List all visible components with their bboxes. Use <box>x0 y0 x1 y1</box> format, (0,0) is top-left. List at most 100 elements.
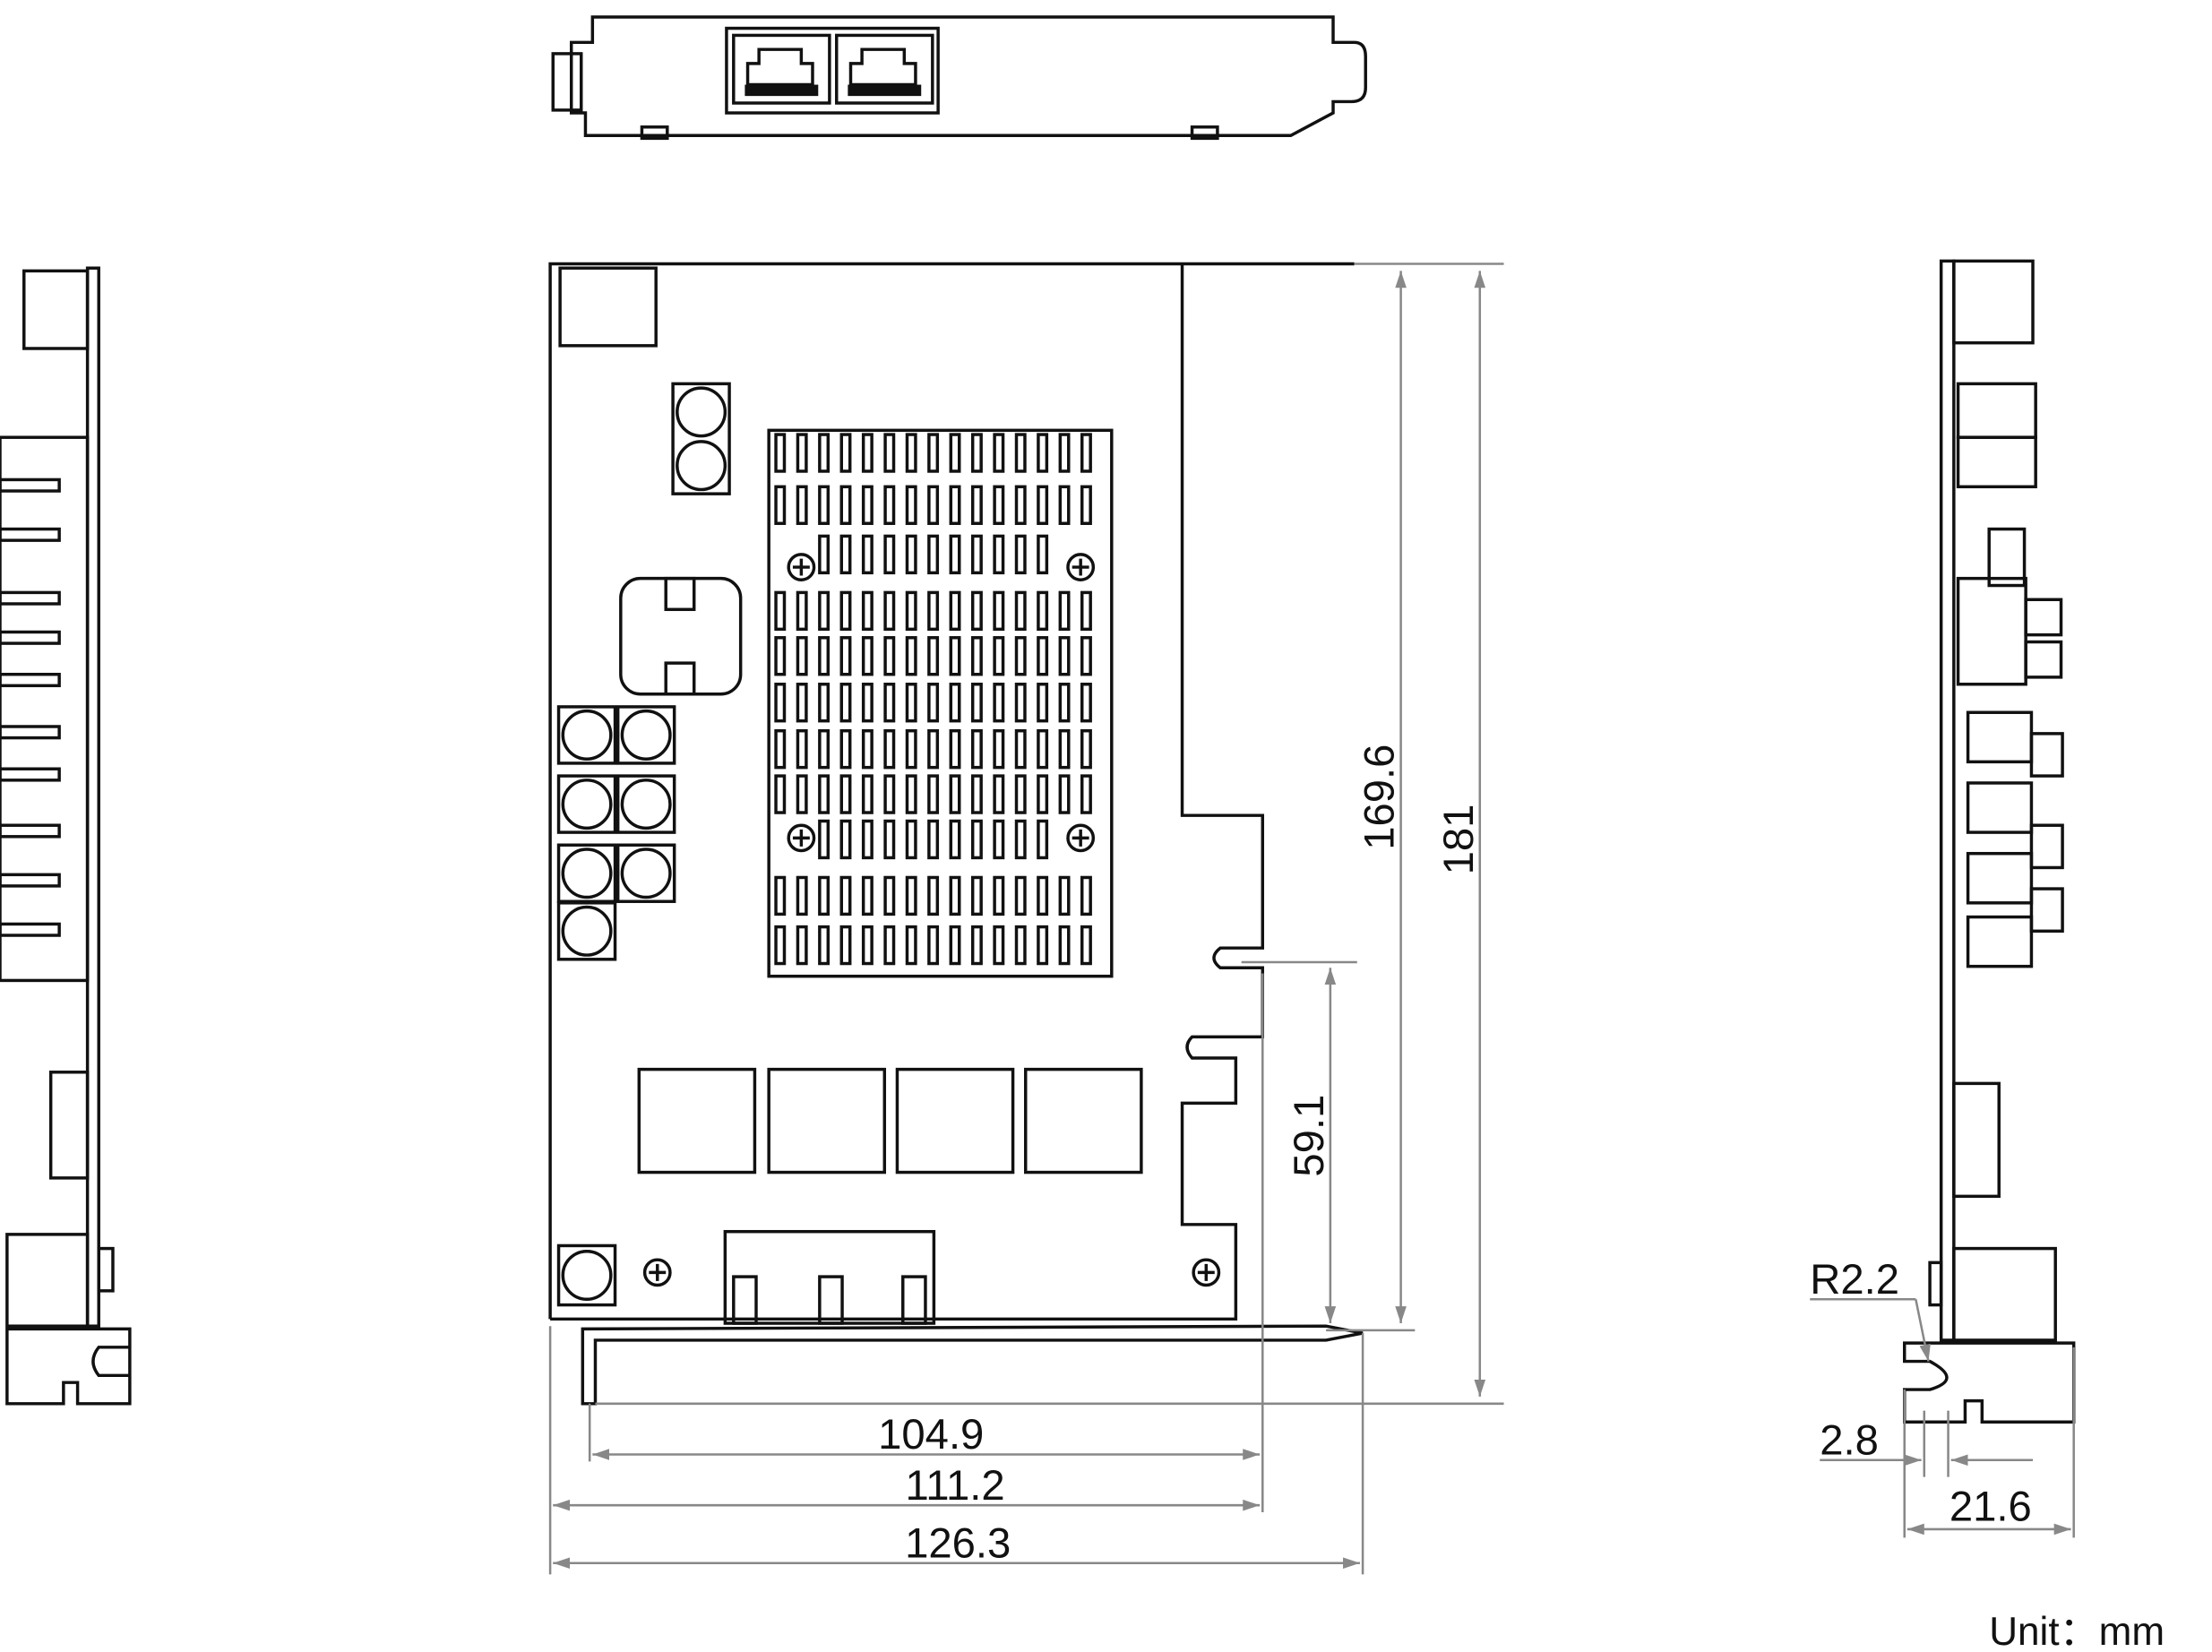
heatsink-fin <box>905 925 917 966</box>
heatsink-fin <box>905 636 917 676</box>
heatsink-fin <box>905 683 917 723</box>
heatsink-fin <box>1014 590 1027 632</box>
heatsink-fin <box>1014 485 1027 525</box>
heatsink-fin <box>1037 485 1049 525</box>
heatsink-fin <box>970 728 983 770</box>
heatsink-fin <box>883 534 896 575</box>
heatsink-fin <box>949 925 961 966</box>
right-side-view <box>1903 259 2076 1424</box>
rj45-port-icon <box>732 33 831 105</box>
heatsink-fin <box>1080 636 1092 676</box>
heatsink-fin <box>818 433 831 473</box>
heatsink-fin <box>839 728 852 770</box>
heatsink-fin <box>0 767 61 782</box>
heatsink-fin <box>0 478 61 493</box>
capacitor-icon <box>671 382 731 495</box>
heatsink-fin <box>0 590 61 606</box>
heatsink-fin <box>861 774 874 814</box>
capacitor-icon <box>556 1243 617 1307</box>
heatsink-fin <box>774 683 787 723</box>
heatsink-fin <box>796 925 808 966</box>
heatsink-fin <box>905 819 917 860</box>
heatsink-fin <box>1080 590 1092 632</box>
component <box>1966 710 2034 764</box>
heatsink-fin <box>1037 433 1049 473</box>
heatsink-fin <box>905 774 917 814</box>
heatsink-fin <box>774 875 787 916</box>
heatsink-fin <box>1058 485 1071 525</box>
heatsink-fin <box>1080 433 1092 473</box>
heatsink-fin <box>970 683 983 723</box>
heatsink-fin <box>1080 683 1092 723</box>
heatsink-fin <box>949 774 961 814</box>
heatsink-fin <box>861 590 874 632</box>
heatsink-fin <box>949 590 961 632</box>
capacitor-icon <box>615 774 676 834</box>
board-front-view <box>548 262 1364 1406</box>
capacitor-icon <box>556 901 617 961</box>
heatsink-fin <box>839 433 852 473</box>
heatsink-fin <box>839 774 852 814</box>
heatsink-fin <box>1014 534 1027 575</box>
heatsink-fin <box>774 925 787 966</box>
heatsink-fin <box>1014 636 1027 676</box>
dim-126-3: 126.3 <box>905 1519 1011 1567</box>
heatsink-fin <box>774 485 787 525</box>
heatsink-fin <box>905 875 917 916</box>
heatsink-fin <box>1058 590 1071 632</box>
heatsink-fin <box>970 534 983 575</box>
dim-104-9: 104.9 <box>878 1411 984 1458</box>
component <box>1956 576 2027 686</box>
unit-label: Unit：mm <box>1989 1610 2165 1652</box>
heatsink-fin <box>927 683 940 723</box>
dimension-lines <box>548 262 2075 1575</box>
dim-21-6: 21.6 <box>1949 1483 2032 1530</box>
component <box>2024 640 2063 679</box>
heatsink-fin <box>861 728 874 770</box>
heatsink-fin <box>927 590 940 632</box>
heatsink-fin <box>993 636 1005 676</box>
heatsink-fin <box>883 875 896 916</box>
left-side-view <box>0 266 132 1406</box>
heatsink-fin <box>0 672 61 688</box>
heatsink-fin <box>1014 925 1027 966</box>
heatsink-fin <box>883 819 896 860</box>
heatsink-fin <box>818 590 831 632</box>
heatsink <box>642 428 1221 1287</box>
heatsink-fin <box>970 485 983 525</box>
heatsink-fin <box>970 925 983 966</box>
heatsink-fin <box>839 590 852 632</box>
heatsink-fin <box>1014 433 1027 473</box>
heatsink-fin <box>949 683 961 723</box>
heatsink-fin <box>1037 774 1049 814</box>
heatsink-fin <box>1037 683 1049 723</box>
heatsink-fin <box>861 683 874 723</box>
heatsink-fin <box>796 433 808 473</box>
screw-icon <box>642 1258 672 1287</box>
heatsink-fin <box>861 875 874 916</box>
heatsink-fin <box>1014 774 1027 814</box>
heatsink-fin <box>839 485 852 525</box>
heatsink-fin <box>1037 925 1049 966</box>
component <box>1956 435 2037 489</box>
dim-181: 181 <box>1435 804 1483 875</box>
heatsink-fin <box>1037 636 1049 676</box>
heatsink-fin <box>839 636 852 676</box>
dim-59-1: 59.1 <box>1286 1095 1333 1177</box>
heatsink-fin <box>949 433 961 473</box>
heatsink-fin <box>970 636 983 676</box>
capacitor-icon <box>556 705 617 765</box>
heatsink-fin <box>927 534 940 575</box>
heatsink-fin <box>993 925 1005 966</box>
dim-169-6: 169.6 <box>1356 744 1404 850</box>
heatsink-fin <box>818 683 831 723</box>
dim-111-2: 111.2 <box>905 1462 1004 1510</box>
component <box>2029 887 2064 934</box>
heatsink-fin <box>861 636 874 676</box>
heatsink-fin <box>1080 774 1092 814</box>
heatsink-fin <box>883 485 896 525</box>
heatsink-fin <box>970 590 983 632</box>
heatsink-fin <box>861 485 874 525</box>
heatsink-fin <box>861 534 874 575</box>
heatsink-fin <box>1058 728 1071 770</box>
